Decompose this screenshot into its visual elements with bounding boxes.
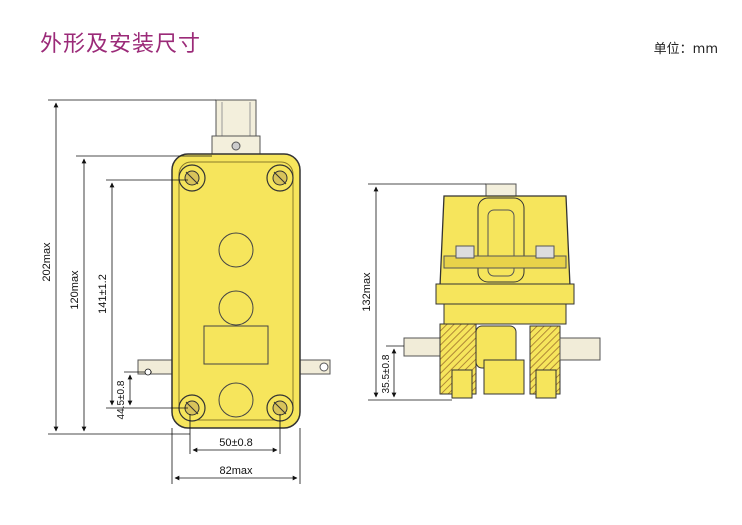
page-title: 外形及安装尺寸 bbox=[40, 32, 202, 57]
unit-label: 单位：mm bbox=[653, 42, 718, 57]
front-view: 202max 120max 141±1.2 44.5±0.8 50±0.8 82… bbox=[41, 99, 331, 484]
nameplate bbox=[203, 325, 269, 365]
dim-side-height: 132max bbox=[361, 272, 373, 312]
dim-side-offset: 35.5±0.8 bbox=[381, 354, 392, 393]
screw-icon bbox=[266, 164, 294, 192]
dim-offset: 44.5±0.8 bbox=[116, 380, 127, 419]
dim-body-height: 120max bbox=[69, 270, 81, 310]
dim-overall-height: 202max bbox=[41, 242, 53, 282]
screw-icon bbox=[178, 164, 206, 192]
dim-hole-spacing-v: 141±1.2 bbox=[97, 274, 109, 314]
knockout bbox=[218, 290, 254, 326]
dim-hole-spacing-h: 50±0.8 bbox=[219, 437, 253, 449]
screw-icon bbox=[178, 394, 206, 422]
screw-icon bbox=[266, 394, 294, 422]
dim-width: 82max bbox=[219, 465, 253, 477]
side-view: 132max 35.5±0.8 bbox=[361, 183, 601, 401]
knockout bbox=[218, 382, 254, 418]
knockout bbox=[218, 232, 254, 268]
cable-gland bbox=[215, 99, 257, 139]
